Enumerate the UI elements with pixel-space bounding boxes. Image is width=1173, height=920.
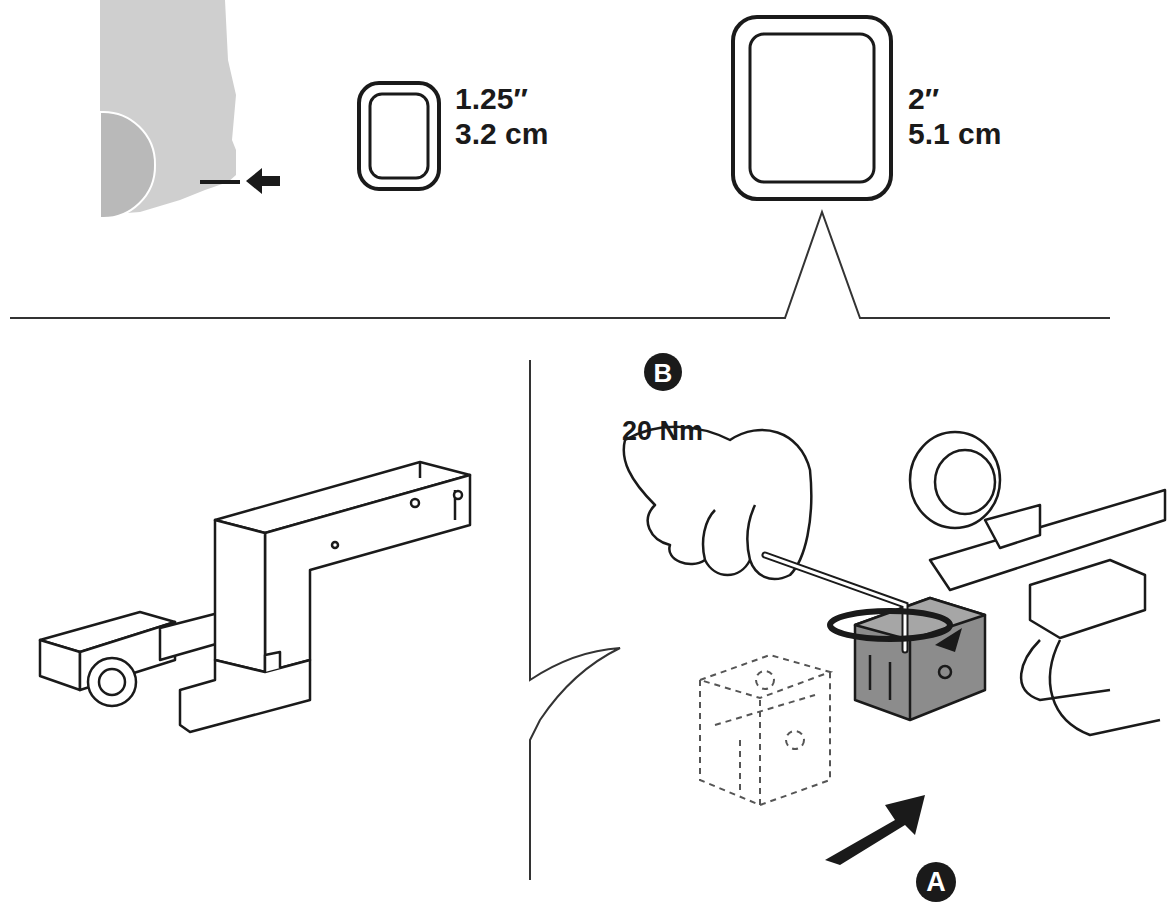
hand <box>624 427 812 579</box>
callout-circle <box>916 862 956 902</box>
dimension-label: 5.1 cm <box>908 119 1001 149</box>
adapter-drawing <box>40 462 470 732</box>
push-arrow <box>825 795 925 865</box>
car-silhouette <box>100 0 280 218</box>
rotation-arrow <box>830 611 962 652</box>
callout-letter: A <box>916 869 956 896</box>
clamp-assembly <box>855 432 1165 735</box>
divider-line <box>530 360 620 880</box>
dimension-label: 3.2 cm <box>455 119 548 149</box>
receiver-small <box>359 83 439 189</box>
dimension-label: 1.25″ <box>455 84 528 114</box>
callout-letter: B <box>644 360 682 386</box>
dimension-label: 2″ <box>908 84 939 114</box>
dashed-block <box>700 655 830 805</box>
receiver-large <box>733 17 891 199</box>
torque-label: 20 Nm <box>622 418 703 445</box>
callout-circle <box>644 353 682 391</box>
hex-key <box>765 555 905 650</box>
divider-line <box>10 212 1110 318</box>
